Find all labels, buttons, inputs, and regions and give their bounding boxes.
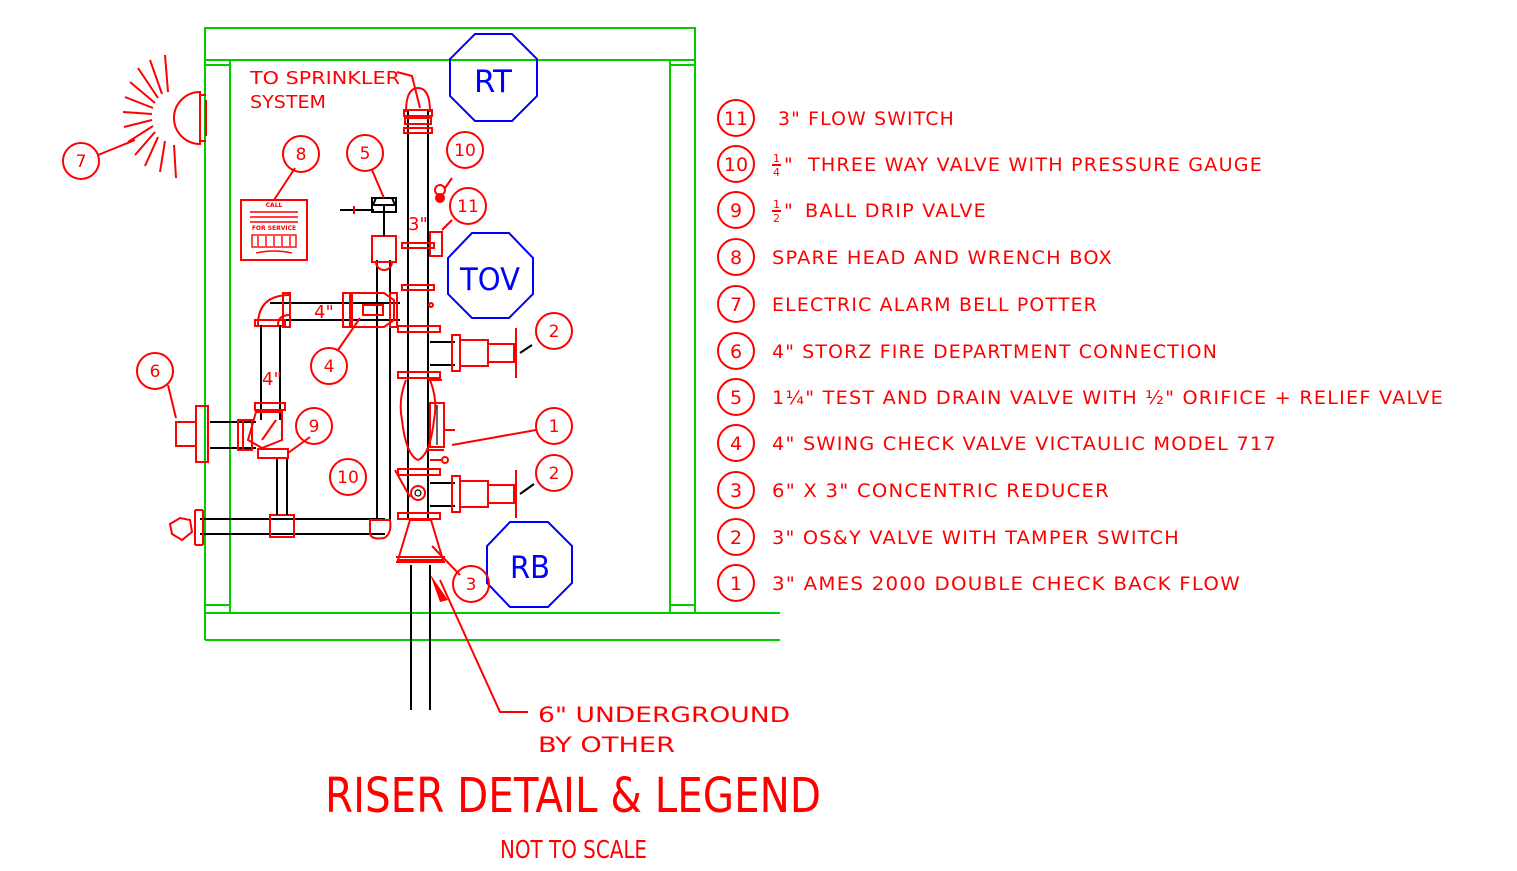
svg-text:9: 9	[309, 417, 320, 437]
legend-item-1: 1 3" AMES 2000 DOUBLE CHECK BACK FLOW	[717, 564, 1241, 602]
svg-text:BALL DRIP VALVE: BALL DRIP VALVE	[805, 200, 987, 222]
svg-text:10: 10	[337, 468, 359, 488]
svg-text:11: 11	[457, 197, 479, 217]
svg-text:3" AMES 2000 DOUBLE CHECK: 3" AMES 2000 DOUBLE CHECK BACK FLOW	[772, 573, 1241, 595]
legend-item-6: 6 4" STORZ FIRE DEPARTMENT CONNECTION	[717, 332, 1218, 370]
callout-1: 1	[451, 407, 573, 446]
callout-3: 3	[452, 565, 490, 603]
svg-text:3" FLOW SWITCH: 3" FLOW SWITCH	[778, 108, 955, 130]
svg-text:7: 7	[730, 294, 742, 316]
svg-text:4" SWING CHECK VALVE VICTA: 4" SWING CHECK VALVE VICTAULIC MODEL 717	[772, 433, 1277, 455]
svg-text:ELECTRIC ALARM BELL POTTER: ELECTRIC ALARM BELL POTTER	[772, 294, 1098, 316]
legend-item-9: 9 1 2 " BALL DRIP VALVE	[717, 191, 987, 229]
pipe-label-4in-v: 4"	[262, 369, 282, 390]
callout-10-lower: 10	[329, 458, 367, 496]
svg-text:10: 10	[454, 141, 476, 161]
riser-piping	[167, 86, 535, 710]
to-sprinkler-label-2: SYSTEM	[250, 92, 326, 113]
svg-text:10: 10	[724, 154, 748, 176]
callout-7: 7	[62, 142, 100, 180]
svg-text:1: 1	[773, 152, 780, 165]
svg-text:2: 2	[730, 527, 742, 549]
svg-text:6" X 3" CONCENTRIC REDUCER: 6" X 3" CONCENTRIC REDUCER	[772, 480, 1110, 502]
callout-5: 5	[346, 134, 385, 199]
svg-text:6: 6	[730, 341, 742, 363]
svg-text:1: 1	[549, 417, 560, 437]
spare-head-box: CALL FOR SERVICE	[240, 167, 308, 261]
svg-text:5: 5	[360, 144, 371, 164]
stop-sign-tov-label: TOV	[459, 262, 520, 298]
svg-text:6: 6	[150, 362, 161, 382]
box-text-call: CALL	[266, 202, 283, 209]
stop-sign-rt: RT	[449, 33, 538, 122]
stop-sign-rb: RB	[486, 521, 573, 608]
pipe-label-3in: 3"	[408, 214, 428, 235]
svg-text:4: 4	[773, 166, 780, 179]
pipe-label-4in-h: 4"	[314, 302, 334, 323]
callout-4: 4	[310, 317, 361, 385]
diagram-labels: TO SPRINKLER SYSTEM 4" 4" 3" 6" UNDERGRO…	[249, 68, 790, 757]
legend-item-7: 7 ELECTRIC ALARM BELL POTTER	[717, 285, 1098, 323]
page-subtitle: NOT TO SCALE	[500, 835, 647, 864]
svg-text:7: 7	[76, 152, 87, 172]
svg-text:": "	[784, 200, 793, 222]
underground-label-2: BY OTHER	[538, 733, 675, 757]
svg-text:2: 2	[549, 322, 560, 342]
legend-item-10: 10 1 4 " THREE WAY VALVE WITH PRESSURE G…	[717, 145, 1263, 183]
svg-text:4" STORZ FIRE DEPARTMENT C: 4" STORZ FIRE DEPARTMENT CONNECTION	[772, 341, 1218, 363]
svg-text:": "	[784, 154, 793, 176]
callout-11: 11	[449, 187, 487, 225]
stop-sign-rb-label: RB	[510, 550, 550, 586]
underground-label-1: 6" UNDERGROUND	[538, 703, 790, 727]
callouts: 8 5 10 11 7 6 4 9	[62, 131, 573, 603]
svg-text:THREE WAY VALVE WITH PRESS: THREE WAY VALVE WITH PRESSURE GAUGE	[807, 154, 1263, 176]
alarm-bell-icon	[97, 54, 207, 179]
legend-item-11: 11 3" FLOW SWITCH	[717, 99, 955, 137]
legend-item-2: 2 3" OS&Y VALVE WITH TAMPER SWITCH	[717, 518, 1180, 556]
svg-text:3" OS&Y VALVE WITH TAMPER: 3" OS&Y VALVE WITH TAMPER SWITCH	[772, 527, 1180, 549]
svg-text:1: 1	[730, 573, 742, 595]
callout-8: 8	[282, 135, 320, 173]
stop-sign-rt-label: RT	[474, 64, 513, 100]
svg-text:8: 8	[730, 247, 742, 269]
svg-text:11: 11	[724, 108, 748, 130]
svg-text:3: 3	[466, 575, 477, 595]
svg-text:2: 2	[773, 212, 780, 225]
svg-text:8: 8	[296, 145, 307, 165]
bell-sound-lines	[122, 54, 177, 179]
stop-sign-tov: TOV	[447, 232, 534, 319]
callout-6: 6	[136, 352, 174, 390]
page-title: RISER DETAIL & LEGEND	[325, 768, 821, 824]
callout-2-lower: 2	[535, 454, 573, 492]
svg-text:1: 1	[773, 198, 780, 211]
svg-text:1¼" TEST AND DRAIN VALVE: 1¼" TEST AND DRAIN VALVE WITH ½" ORIFICE…	[772, 387, 1444, 409]
svg-text:2: 2	[549, 464, 560, 484]
to-sprinkler-label-1: TO SPRINKLER	[249, 68, 400, 89]
svg-text:3: 3	[730, 480, 742, 502]
box-text-service: FOR SERVICE	[252, 225, 296, 232]
svg-text:4: 4	[730, 433, 742, 455]
callout-10-top: 10	[446, 131, 484, 169]
svg-text:SPARE HEAD AND WRENCH BOX: SPARE HEAD AND WRENCH BOX	[772, 247, 1113, 269]
legend-item-5: 5 1¼" TEST AND DRAIN VALVE WITH ½" ORIFI…	[717, 378, 1444, 416]
svg-text:9: 9	[730, 200, 742, 222]
legend: 11 3" FLOW SWITCH 10 1 4 " THREE WAY VAL…	[717, 99, 1444, 602]
enclosure	[204, 27, 780, 641]
legend-item-8: 8 SPARE HEAD AND WRENCH BOX	[717, 238, 1113, 276]
svg-text:5: 5	[730, 387, 742, 409]
callout-2-upper: 2	[535, 312, 573, 350]
legend-item-3: 3 6" X 3" CONCENTRIC REDUCER	[717, 471, 1110, 509]
svg-text:4: 4	[324, 357, 335, 377]
legend-item-4: 4 4" SWING CHECK VALVE VICTAULIC MODEL 7…	[717, 424, 1277, 462]
callout-9: 9	[295, 407, 333, 445]
